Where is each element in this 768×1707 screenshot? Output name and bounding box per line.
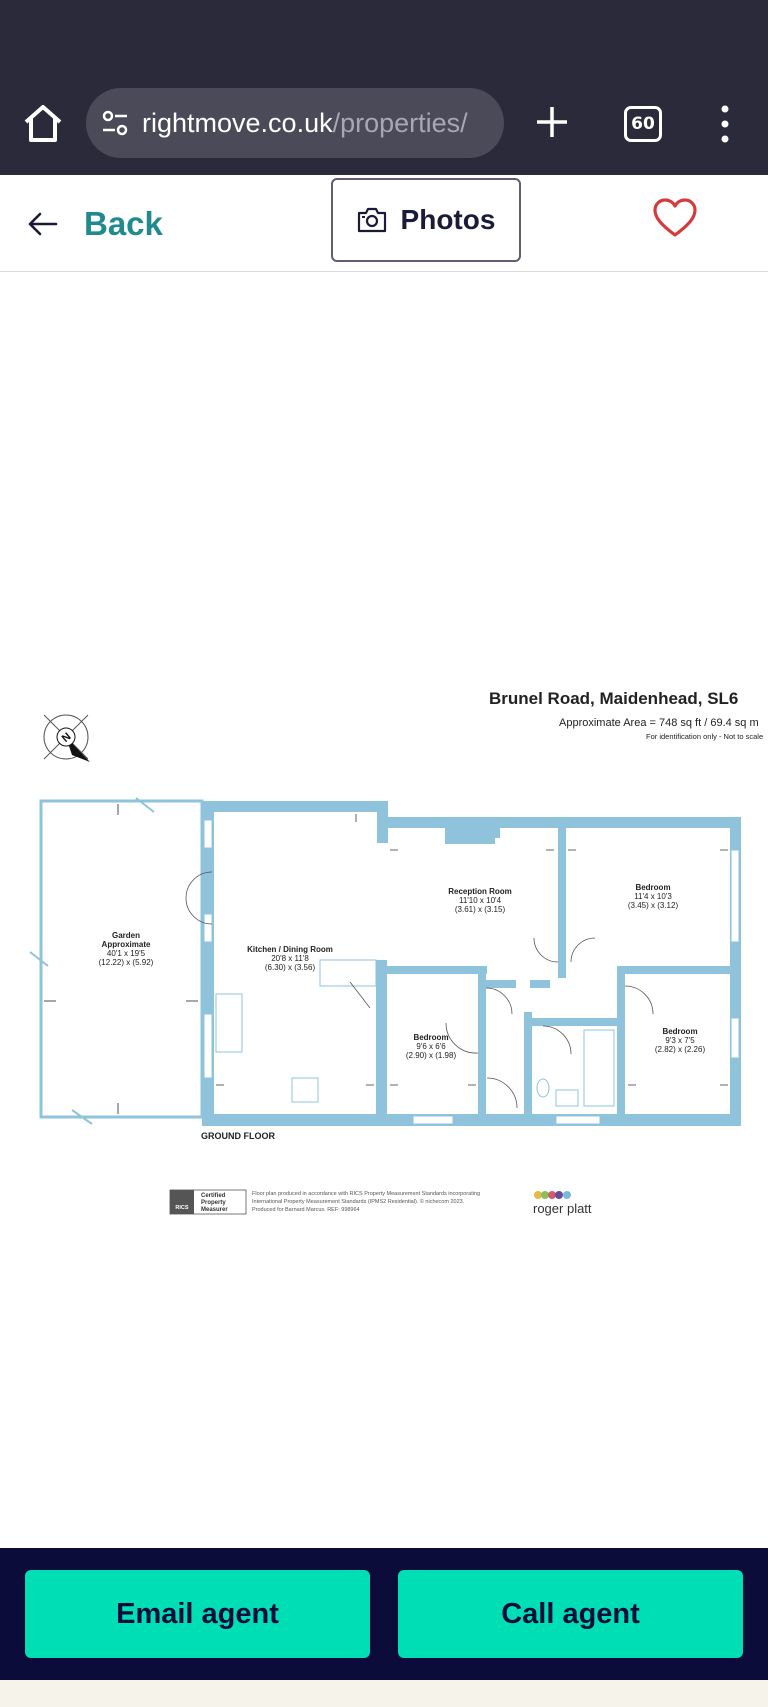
house-walls xyxy=(202,801,741,1126)
room-name: Kitchen / Dining Room xyxy=(247,945,333,954)
room-name: Bedroom xyxy=(413,1033,448,1042)
back-label: Back xyxy=(84,205,163,242)
room-name: Bedroom xyxy=(635,883,670,892)
footnote-line3: Produced for Barnard Marcus. REF: 998964 xyxy=(252,1207,360,1213)
room-label-kitchen: Kitchen / Dining Room 20'8 x 11'8 (6.30)… xyxy=(247,945,333,972)
footnote-line1: Floor plan produced in accordance with R… xyxy=(252,1191,480,1197)
fixtures xyxy=(203,819,740,1125)
room-imperial: 40'1 x 19'5 xyxy=(107,949,146,958)
room-metric: (2.82) x (2.26) xyxy=(655,1045,706,1054)
room-sub: Approximate xyxy=(102,940,151,949)
new-tab-icon[interactable] xyxy=(534,104,570,140)
roger-platt-logo: roger platt xyxy=(533,1191,592,1216)
footer-strip xyxy=(0,1680,768,1707)
room-name: Reception Room xyxy=(448,887,512,896)
room-imperial: 11'4 x 10'3 xyxy=(634,892,672,901)
door-swings xyxy=(185,871,654,1109)
rics-line2: Property xyxy=(201,1200,226,1206)
room-imperial: 9'3 x 7'5 xyxy=(665,1036,695,1045)
arrow-left-icon xyxy=(28,212,58,236)
room-name: Bedroom xyxy=(662,1027,697,1036)
rics-line1: Certified xyxy=(201,1193,226,1199)
email-agent-button[interactable]: Email agent xyxy=(25,1570,370,1658)
camera-icon xyxy=(357,207,386,233)
room-metric: (3.61) x (3.15) xyxy=(455,905,506,914)
room-name: Garden xyxy=(112,931,140,940)
save-heart-icon[interactable] xyxy=(652,197,698,239)
footnote-line2: International Property Measurement Stand… xyxy=(252,1198,465,1205)
site-settings-icon[interactable] xyxy=(100,108,130,138)
browser-toolbar: rightmove.co.uk/properties/ 60 xyxy=(0,0,768,175)
brand-name: roger platt xyxy=(533,1201,592,1216)
floor-label: GROUND FLOOR xyxy=(201,1131,275,1141)
call-agent-button[interactable]: Call agent xyxy=(398,1570,743,1658)
rics-mark: RICS xyxy=(175,1205,188,1211)
floorplan-title: Brunel Road, Maidenhead, SL6 xyxy=(489,689,738,708)
room-metric: (12.22) x (5.92) xyxy=(99,958,154,967)
room-imperial: 11'10 x 10'4 xyxy=(459,896,502,905)
more-menu-icon[interactable] xyxy=(718,104,732,144)
photos-button[interactable]: Photos xyxy=(331,178,521,262)
room-label-bedroom-3: Bedroom 9'3 x 7'5 (2.82) x (2.26) xyxy=(655,1027,706,1054)
room-metric: (6.30) x (3.56) xyxy=(265,963,316,972)
room-metric: (3.45) x (3.12) xyxy=(628,901,679,910)
garden-area xyxy=(29,797,204,1125)
rics-badge: RICS Certified Property Measurer xyxy=(169,1189,247,1215)
floorplan-disclaimer: For identification only - Not to scale xyxy=(646,732,763,741)
floorplan-footnote: Floor plan produced in accordance with R… xyxy=(252,1191,480,1213)
tab-switcher-button[interactable]: 60 xyxy=(624,106,662,142)
gallery-header: Back Photos xyxy=(0,175,768,272)
rics-line3: Measurer xyxy=(201,1207,228,1213)
room-label-reception: Reception Room 11'10 x 10'4 (3.61) x (3.… xyxy=(448,887,512,914)
room-label-bedroom-2: Bedroom 9'6 x 6'6 (2.90) x (1.98) xyxy=(406,1033,457,1060)
compass-icon: N xyxy=(43,714,90,762)
room-metric: (2.90) x (1.98) xyxy=(406,1051,457,1060)
floorplan-area: Approximate Area = 748 sq ft / 69.4 sq m xyxy=(559,717,759,729)
url-host: rightmove.co.uk xyxy=(142,107,333,138)
tab-count: 60 xyxy=(631,114,655,134)
photos-label: Photos xyxy=(400,204,496,235)
back-button[interactable]: Back xyxy=(26,201,163,247)
home-icon[interactable] xyxy=(20,100,66,146)
room-label-garden: Garden Approximate 40'1 x 19'5 (12.22) x… xyxy=(99,931,154,967)
url-path: /properties/ xyxy=(332,107,468,138)
contact-bar: Email agent Call agent xyxy=(0,1548,768,1680)
floorplan-image: N Brunel Road, Maidenhead, SL6 Approxima… xyxy=(29,689,763,1216)
url-text: rightmove.co.uk/properties/ xyxy=(142,108,492,139)
room-imperial: 20'8 x 11'8 xyxy=(271,954,309,963)
dimension-ticks xyxy=(216,814,728,1086)
room-label-bedroom-1: Bedroom 11'4 x 10'3 (3.45) x (3.12) xyxy=(628,883,679,910)
address-bar[interactable]: rightmove.co.uk/properties/ xyxy=(86,88,504,158)
room-imperial: 9'6 x 6'6 xyxy=(416,1042,446,1051)
